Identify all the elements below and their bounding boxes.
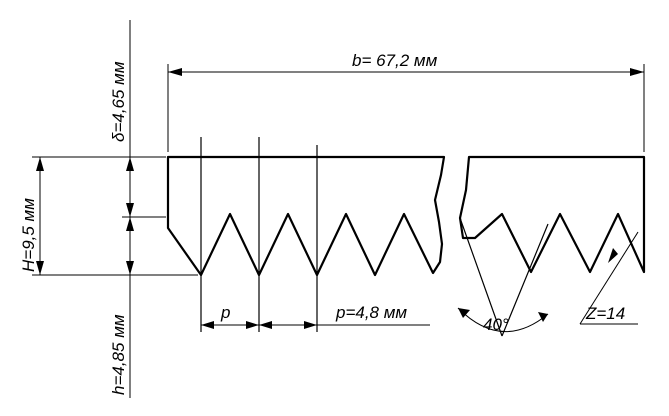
top-layer-label: δ=4,65 мм — [109, 61, 128, 142]
rib-count-leader — [579, 231, 639, 325]
angle-ray-right — [501, 223, 549, 337]
pitch-label: p=4,8 мм — [335, 303, 407, 322]
angle-arc — [457, 307, 549, 333]
angle-arrowhead-left — [458, 308, 470, 318]
arrowhead-pitch-3 — [259, 321, 272, 329]
belt-left-section — [166, 155, 446, 277]
arrowhead-pitch-2 — [246, 321, 259, 329]
belt-width-label: b= 67,2 мм — [352, 51, 438, 70]
arrowhead-pitch-4 — [304, 321, 317, 329]
rib-count-arrowhead — [608, 248, 618, 263]
arrowhead-rib-bottom — [126, 261, 134, 275]
pitch-short-label: p — [220, 303, 230, 322]
angle-label: 40° — [483, 315, 509, 334]
rib-count-label: Z=14 — [585, 304, 625, 323]
arrowhead-bottom — [36, 261, 44, 275]
arrowhead-pitch-1 — [201, 321, 214, 329]
total-height-label: H=9,5 мм — [19, 198, 38, 272]
arrowhead-layer-mid — [126, 203, 134, 217]
arrowhead-layer-top — [126, 157, 134, 171]
arrowhead-left — [168, 68, 182, 76]
arrowhead-right — [630, 68, 644, 76]
angle-arrowhead-right — [538, 312, 548, 322]
arrowhead-rib-mid — [126, 217, 134, 231]
angle-ray-left — [459, 217, 503, 337]
arrowhead-top — [36, 157, 44, 171]
rib-height-label: h=4,85 мм — [109, 314, 128, 395]
